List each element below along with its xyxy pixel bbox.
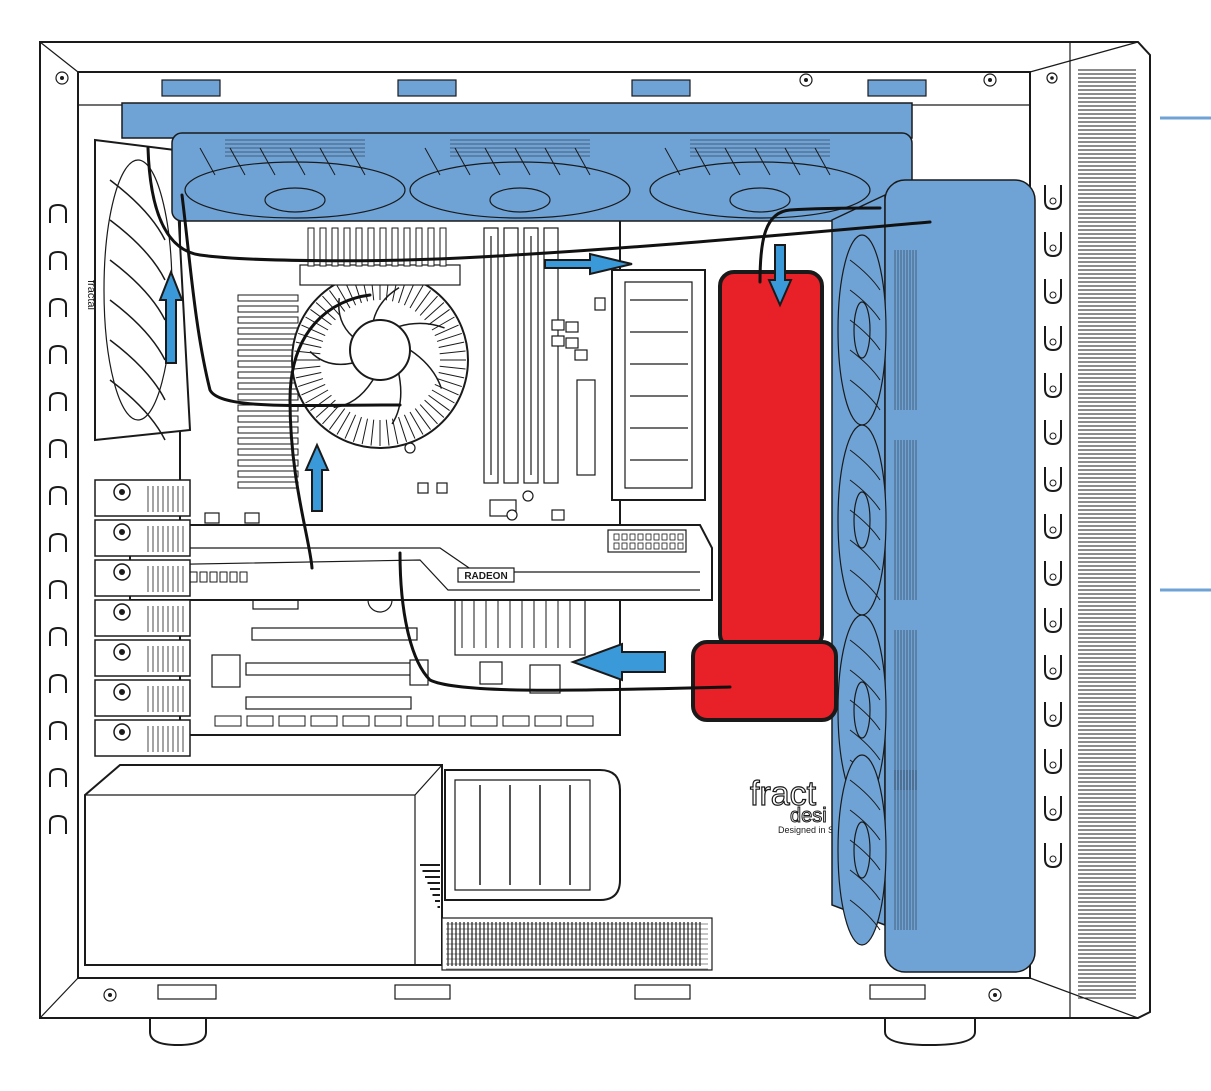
coolant-tubing bbox=[146, 146, 932, 692]
screw-icon bbox=[983, 73, 997, 87]
svg-text:fract: fract bbox=[750, 775, 817, 813]
gpu-brand-label: RADEON bbox=[464, 571, 507, 582]
case-logo: fract desi Designed in Sw bbox=[749, 774, 841, 835]
ram-slots bbox=[483, 227, 559, 484]
front-radiator bbox=[831, 179, 1036, 973]
bottom-intake-mesh bbox=[441, 917, 713, 971]
screw-icon bbox=[988, 988, 1002, 1002]
power-supply bbox=[84, 764, 443, 966]
drive-cage bbox=[444, 269, 706, 901]
case-foot bbox=[149, 1017, 207, 1047]
expansion-brackets bbox=[94, 479, 191, 757]
screw-icon bbox=[55, 71, 69, 85]
rear-exhaust-fan: fractal bbox=[85, 138, 192, 442]
flow-arrow-right-icon bbox=[544, 252, 633, 276]
svg-text:Designed in Sw: Designed in Sw bbox=[778, 825, 841, 835]
flow-arrows bbox=[158, 244, 793, 682]
flow-arrow-down-icon bbox=[767, 244, 793, 308]
left-panel-slots bbox=[49, 203, 67, 834]
top-fan-array bbox=[121, 102, 913, 222]
right-panel-slots bbox=[1044, 185, 1062, 869]
front-mesh-grille bbox=[1078, 69, 1136, 999]
pump-base bbox=[691, 640, 838, 722]
screw-icon bbox=[799, 73, 813, 87]
reservoir-tube bbox=[718, 270, 824, 650]
bottom-headers bbox=[214, 715, 594, 727]
flow-arrow-up-icon bbox=[304, 442, 330, 512]
graphics-card: RADEON bbox=[129, 524, 713, 601]
reservoir-pump bbox=[691, 270, 838, 722]
screw-icon bbox=[103, 988, 117, 1002]
case-foot bbox=[884, 1017, 976, 1047]
flow-arrow-up-icon bbox=[158, 269, 184, 364]
screw-icon bbox=[1046, 72, 1058, 84]
vrm-heatsink bbox=[237, 294, 299, 489]
svg-text:desi: desi bbox=[790, 805, 827, 827]
svg-text:fractal: fractal bbox=[85, 280, 97, 310]
atx-power-connector bbox=[576, 379, 596, 476]
flow-arrow-left-icon bbox=[570, 642, 666, 682]
pcie-slots bbox=[245, 587, 418, 710]
onboard-chips bbox=[204, 297, 606, 524]
